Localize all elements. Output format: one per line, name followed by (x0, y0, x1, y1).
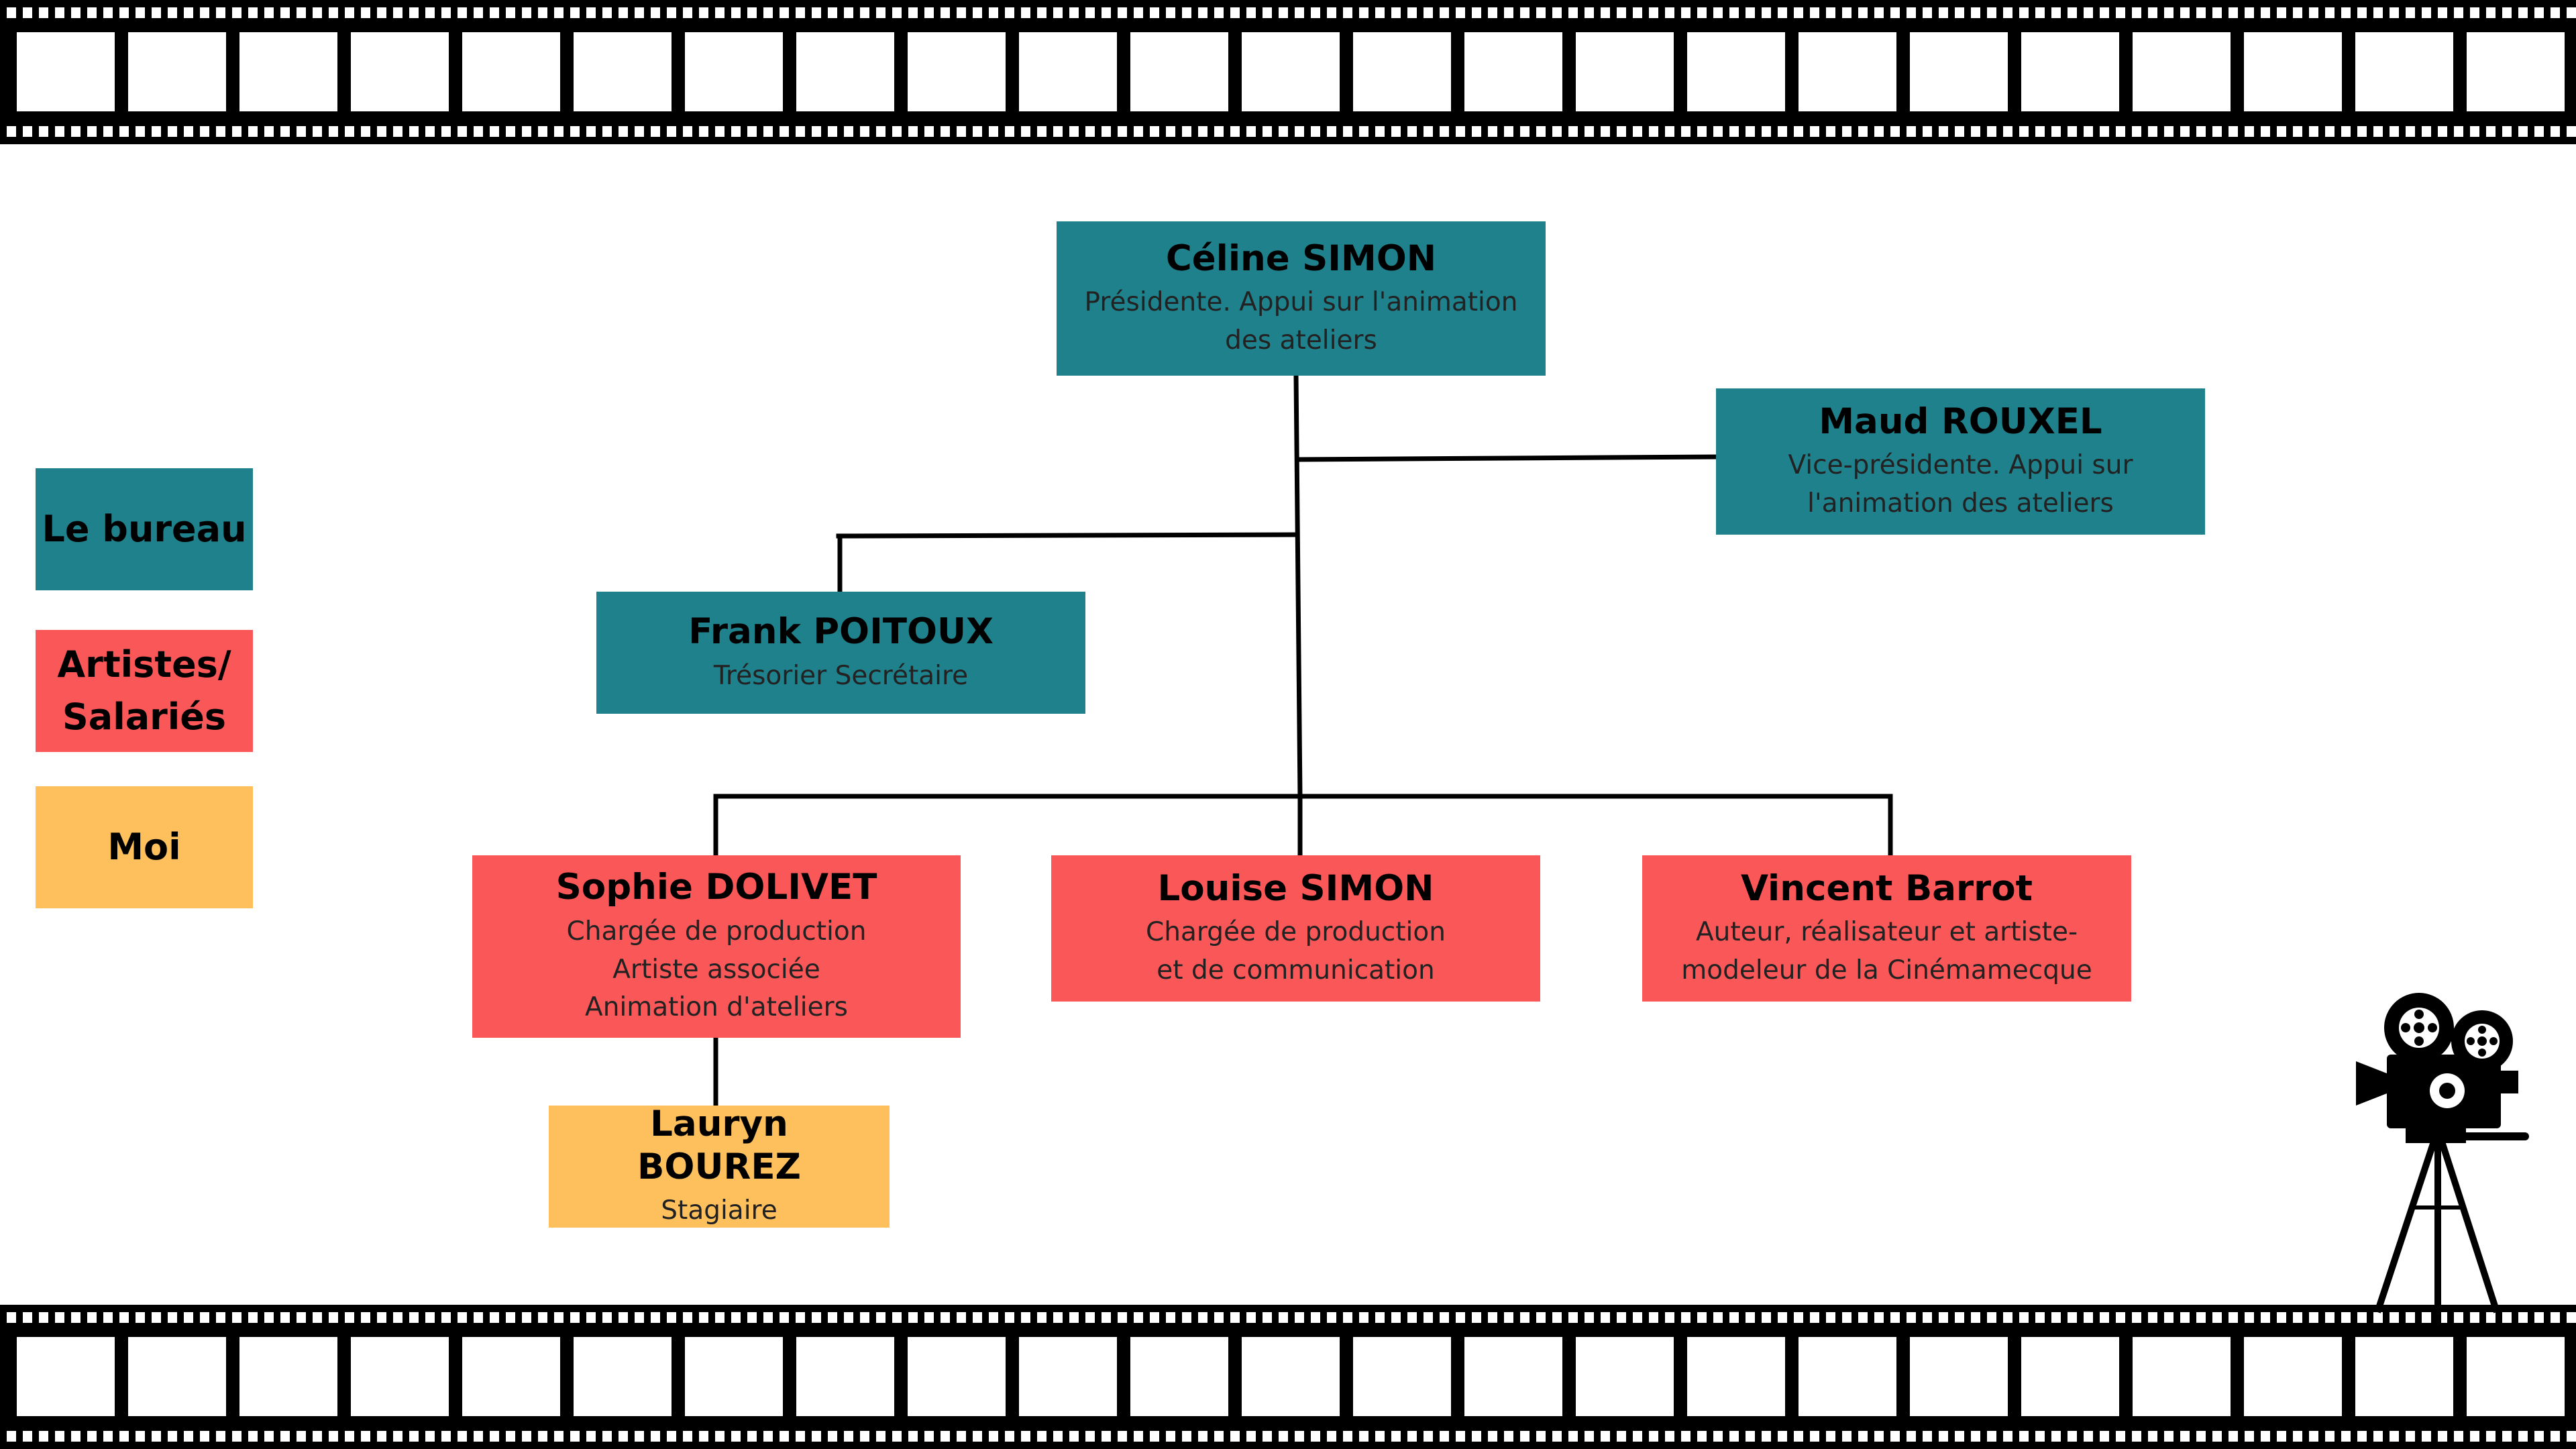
connector-celine-frank (836, 532, 1300, 539)
node-frank-desc: Trésorier Secrétaire (713, 660, 969, 691)
node-maud-desc: Vice-présidente. Appui sur l'animation d… (1788, 450, 2133, 519)
legend-moi-label: Moi (107, 825, 181, 868)
node-vincent-desc: Auteur, réalisateur et artiste- modeleur… (1681, 917, 2092, 985)
node-celine-name: Céline SIMON (1165, 237, 1437, 279)
node-lauryn-name: Lauryn BOUREZ (637, 1104, 801, 1187)
node-frank-name: Frank POITOUX (688, 610, 994, 652)
node-vincent-name: Vincent Barrot (1740, 867, 2033, 909)
node-sophie: Sophie DOLIVET Chargée de production Art… (472, 855, 961, 1038)
node-lauryn: Lauryn BOUREZ Stagiaire (549, 1104, 890, 1228)
node-maud: Maud ROUXEL Vice-présidente. Appui sur l… (1716, 388, 2205, 535)
film-strip-bottom (0, 1305, 2576, 1449)
movie-camera-icon (2356, 993, 2529, 1326)
legend-bureau-label: Le bureau (42, 507, 247, 550)
legend-artistes-label: Artistes/ Salariés (57, 643, 231, 738)
legend-bureau: Le bureau (36, 468, 253, 590)
node-lauryn-desc: Stagiaire (661, 1195, 777, 1226)
node-maud-name: Maud ROUXEL (1819, 400, 2102, 442)
node-louise-name: Louise SIMON (1157, 867, 1434, 909)
connector-celine-maud (1295, 454, 1719, 462)
film-strip-top (0, 0, 2576, 144)
legend-moi: Moi (36, 786, 253, 908)
node-frank: Frank POITOUX Trésorier Secrétaire (596, 592, 1085, 714)
node-vincent: Vincent Barrot Auteur, réalisateur et ar… (1642, 855, 2131, 1002)
node-celine: Céline SIMON Présidente. Appui sur l'ani… (1057, 221, 1546, 376)
legend-artistes: Artistes/ Salariés (36, 630, 253, 752)
node-sophie-desc: Chargée de production Artiste associée A… (566, 916, 867, 1023)
node-sophie-name: Sophie DOLIVET (555, 867, 877, 908)
node-louise-desc: Chargée de production et de communicatio… (1146, 917, 1446, 985)
connector-trunk (1293, 373, 1303, 799)
node-louise: Louise SIMON Chargée de production et de… (1051, 855, 1540, 1002)
node-celine-desc: Présidente. Appui sur l'animation des at… (1084, 287, 1518, 356)
